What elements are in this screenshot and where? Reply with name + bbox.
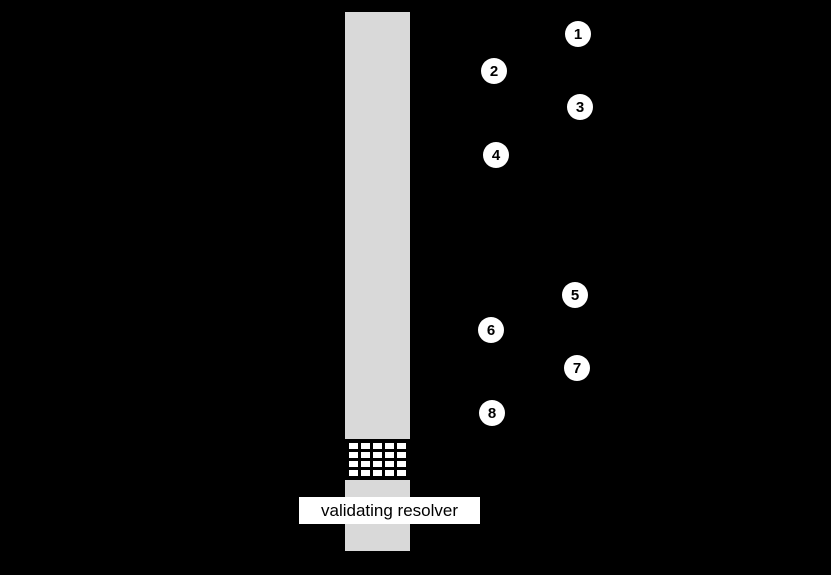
crosshatch-grid-icon: [345, 439, 410, 480]
grid-cell: [349, 452, 358, 458]
grid-cell: [397, 461, 406, 467]
step-marker-7: 7: [564, 355, 590, 381]
grid-cell: [385, 443, 394, 449]
step-marker-8: 8: [479, 400, 505, 426]
grid-cell: [349, 443, 358, 449]
grid-cell: [361, 452, 370, 458]
grid-cell: [397, 470, 406, 476]
step-marker-6: 6: [478, 317, 504, 343]
grid-cell: [361, 461, 370, 467]
grid-cell: [373, 443, 382, 449]
grid-cell: [385, 461, 394, 467]
grid-cell: [373, 470, 382, 476]
grid-cell: [385, 470, 394, 476]
grid-cell: [397, 452, 406, 458]
step-marker-3: 3: [567, 94, 593, 120]
grid-cell: [361, 470, 370, 476]
step-marker-2: 2: [481, 58, 507, 84]
step-marker-5: 5: [562, 282, 588, 308]
grid-cell: [385, 452, 394, 458]
step-marker-1: 1: [565, 21, 591, 47]
grid-cell: [373, 452, 382, 458]
grid-cell: [397, 443, 406, 449]
step-marker-4: 4: [483, 142, 509, 168]
grid-cell: [349, 470, 358, 476]
resolver-lifeline-top: [345, 12, 410, 439]
grid-cell: [349, 461, 358, 467]
grid-cell: [361, 443, 370, 449]
grid-cell: [373, 461, 382, 467]
validating-resolver-label: validating resolver: [299, 497, 480, 524]
